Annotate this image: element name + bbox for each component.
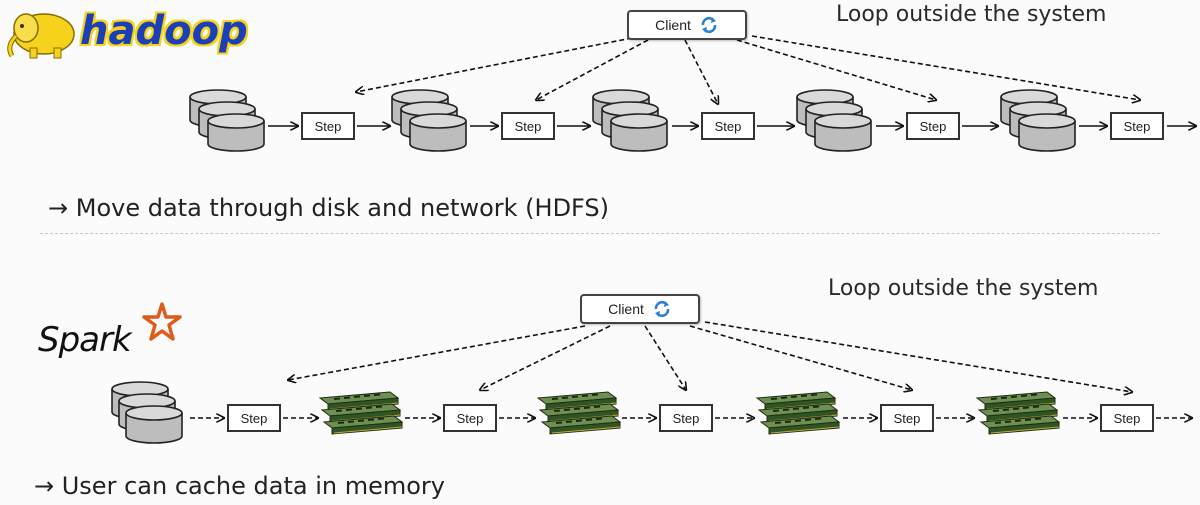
hadoop-logo: hadoop: [4, 6, 294, 62]
spark-note: → User can cache data in memory: [34, 472, 445, 500]
spark-wordmark: Spark: [38, 320, 132, 360]
client-arrow: [356, 37, 633, 92]
elephant-icon: [7, 13, 75, 59]
step-label: Step: [893, 410, 921, 426]
client-arrow: [288, 325, 586, 380]
refresh-icon: [701, 16, 717, 34]
hadoop-section: [189, 35, 1196, 152]
client-arrow: [736, 39, 936, 100]
spark-step-box: Step: [443, 404, 497, 432]
client-arrow: [684, 39, 718, 104]
section-divider: [40, 233, 1160, 234]
disk-stack-icon: [111, 381, 183, 444]
star-icon: [142, 302, 182, 341]
disk-stack-icon: [1000, 89, 1076, 152]
hadoop-step-box: Step: [301, 112, 355, 140]
hadoop-step-box: Step: [1110, 112, 1164, 140]
client-arrow: [704, 321, 1132, 392]
step-label: Step: [1123, 118, 1151, 134]
hadoop-client-box: Client: [627, 10, 747, 40]
disk-stack-icon: [189, 89, 265, 152]
refresh-icon: [654, 300, 670, 318]
spark-logo: Spark: [38, 302, 198, 362]
ram-stick-icon: [976, 391, 1060, 435]
client-arrow: [751, 35, 1140, 100]
spark-step-box: Step: [1100, 404, 1154, 432]
step-label: Step: [1113, 410, 1141, 426]
spark-client-box: Client: [580, 294, 700, 324]
client-label: Client: [655, 17, 691, 33]
disk-stack-icon: [391, 89, 467, 152]
step-label: Step: [672, 410, 700, 426]
hadoop-wordmark: hadoop: [80, 8, 248, 54]
client-arrow: [644, 325, 686, 390]
client-arrow: [689, 325, 912, 390]
ram-stick-icon: [319, 391, 403, 435]
disk-stack-icon: [796, 89, 872, 152]
client-arrow: [480, 325, 611, 390]
step-label: Step: [919, 118, 947, 134]
ram-stick-icon: [756, 391, 840, 435]
hadoop-loop-label: Loop outside the system: [836, 2, 1107, 27]
ram-stick-icon: [537, 391, 621, 435]
hadoop-note: → Move data through disk and network (HD…: [48, 194, 610, 222]
spark-step-box: Step: [659, 404, 713, 432]
spark-step-box: Step: [880, 404, 934, 432]
step-label: Step: [240, 410, 268, 426]
step-label: Step: [314, 118, 342, 134]
client-arrow: [536, 39, 649, 100]
hadoop-step-box: Step: [906, 112, 960, 140]
step-label: Step: [714, 118, 742, 134]
step-label: Step: [514, 118, 542, 134]
spark-step-box: Step: [227, 404, 281, 432]
client-label: Client: [608, 301, 644, 317]
hadoop-step-box: Step: [701, 112, 755, 140]
disk-stack-icon: [592, 89, 668, 152]
spark-section: [111, 321, 1192, 444]
spark-loop-label: Loop outside the system: [828, 276, 1099, 301]
step-label: Step: [456, 410, 484, 426]
hadoop-step-box: Step: [501, 112, 555, 140]
